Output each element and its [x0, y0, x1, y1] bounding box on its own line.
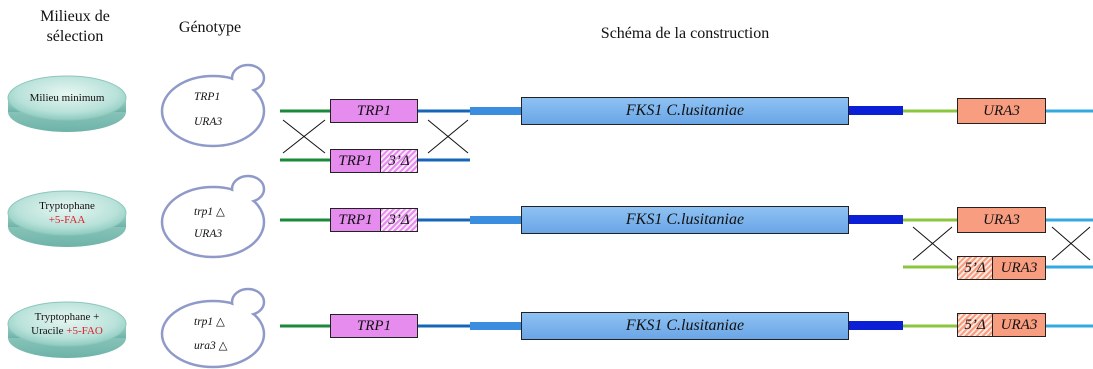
trp1-gene-box-3: TRP1 [330, 314, 418, 338]
medium-label-2: Tryptophane +5-FAA [39, 200, 95, 226]
medium-label-1: Milieu minimum [29, 92, 105, 104]
genotype-3-line2: ura3 △ [194, 340, 228, 352]
genotype-1-line1: TRP1 [194, 91, 221, 103]
medium-label-3: Tryptophane + Uracile +5-FAO [31, 311, 103, 337]
crossover-left-1 [282, 119, 326, 154]
genotype-1-line2: URA3 [194, 116, 223, 128]
trp1-3prime-deletion-2: 3’Δ [380, 208, 418, 232]
fks1-gene-box-3: FKS1 C.lusitaniae [521, 312, 849, 340]
header-schema: Schéma de la construction [600, 25, 770, 42]
yeast-cell-2 [160, 174, 266, 259]
ura3-5prime-deletion-3: 5’Δ [957, 313, 993, 337]
ura3-gene-box-2: URA3 [957, 207, 1046, 233]
genotype-2-line1: trp1 △ [194, 206, 225, 218]
petri-dish-3 [7, 301, 127, 358]
ura3-partial-box-3: URA3 [992, 313, 1046, 337]
crossover-right-2 [1051, 226, 1091, 261]
trp1-3prime-deletion-1: 3’Δ [380, 149, 418, 173]
yeast-cell-1 [160, 63, 266, 148]
trp1-partial-box-2: TRP1 [330, 208, 381, 232]
fks1-gene-box-1: FKS1 C.lusitaniae [521, 97, 849, 125]
ura3-5prime-deletion-2: 5’Δ [957, 256, 993, 280]
trp1-partial-box-1: TRP1 [330, 149, 381, 173]
trp1-gene-box-1: TRP1 [330, 99, 418, 123]
petri-dish-2 [7, 190, 127, 247]
ura3-partial-box-2: URA3 [992, 256, 1046, 280]
petri-dish-1 [7, 75, 127, 132]
fks1-gene-box-2: FKS1 C.lusitaniae [521, 206, 849, 234]
genotype-3-line1: trp1 △ [194, 316, 225, 328]
header-media: Milieux de sélection [40, 8, 110, 45]
yeast-cell-3 [160, 287, 266, 369]
crossover-left-2 [912, 226, 953, 261]
genotype-2-line2: URA3 [194, 228, 223, 240]
ura3-gene-box-1: URA3 [957, 98, 1046, 124]
header-genotype: Génotype [178, 19, 242, 36]
crossover-right-1 [427, 119, 469, 154]
